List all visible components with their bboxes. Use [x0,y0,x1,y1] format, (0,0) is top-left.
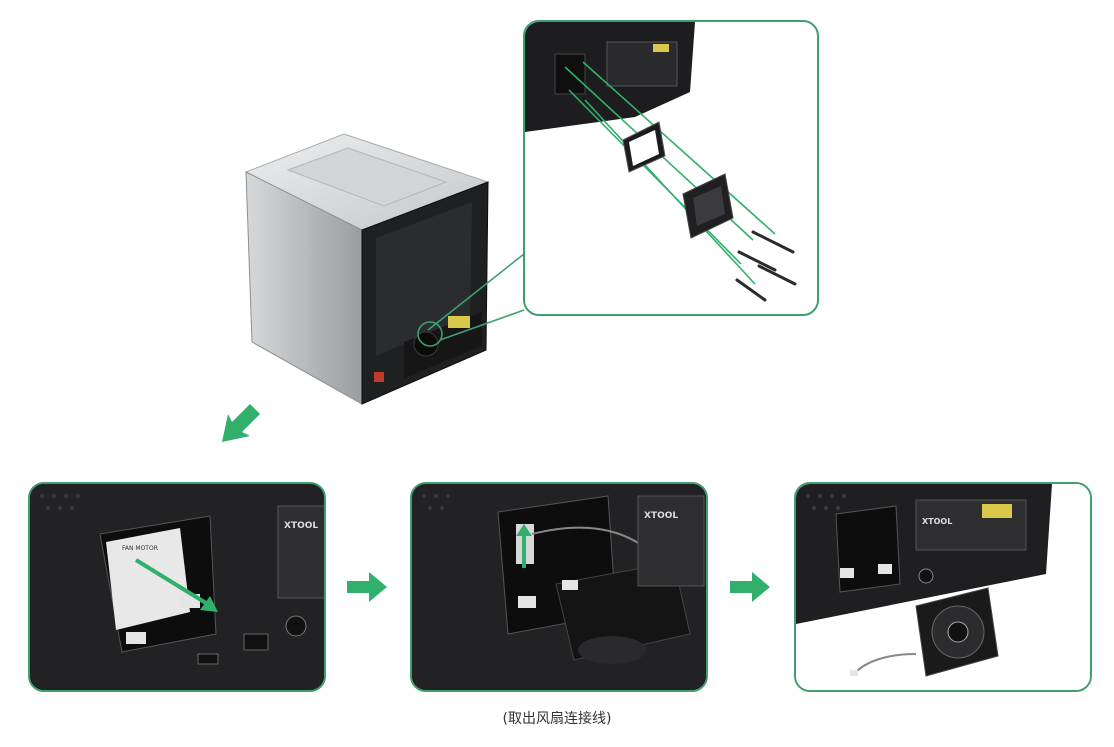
brand-label-3: XTOOL [922,517,952,526]
step1-illustration: FAN MOTOR XTOOL [30,484,324,690]
step-panel-3: XTOOL [794,482,1092,692]
exploded-fan-diagram [525,22,797,302]
arrow-right-icon [730,572,770,602]
fan-motor-label: FAN MOTOR [122,545,158,552]
step-panel-1: FAN MOTOR XTOOL [28,482,326,692]
step-caption: (取出风扇连接线) [502,711,612,727]
step3-illustration: XTOOL [796,484,1090,690]
step-panel-2: XTOOL [410,482,708,692]
brand-label: XTOOL [284,521,318,531]
device-illustration [244,133,490,405]
brand-label-2: XTOOL [644,511,678,521]
arrow-down-left-icon [222,404,260,442]
step2-illustration: XTOOL [412,484,706,690]
callout-connector [417,253,525,347]
zoom-panel-fan-removal [523,20,819,316]
arrow-right-icon [347,572,387,602]
